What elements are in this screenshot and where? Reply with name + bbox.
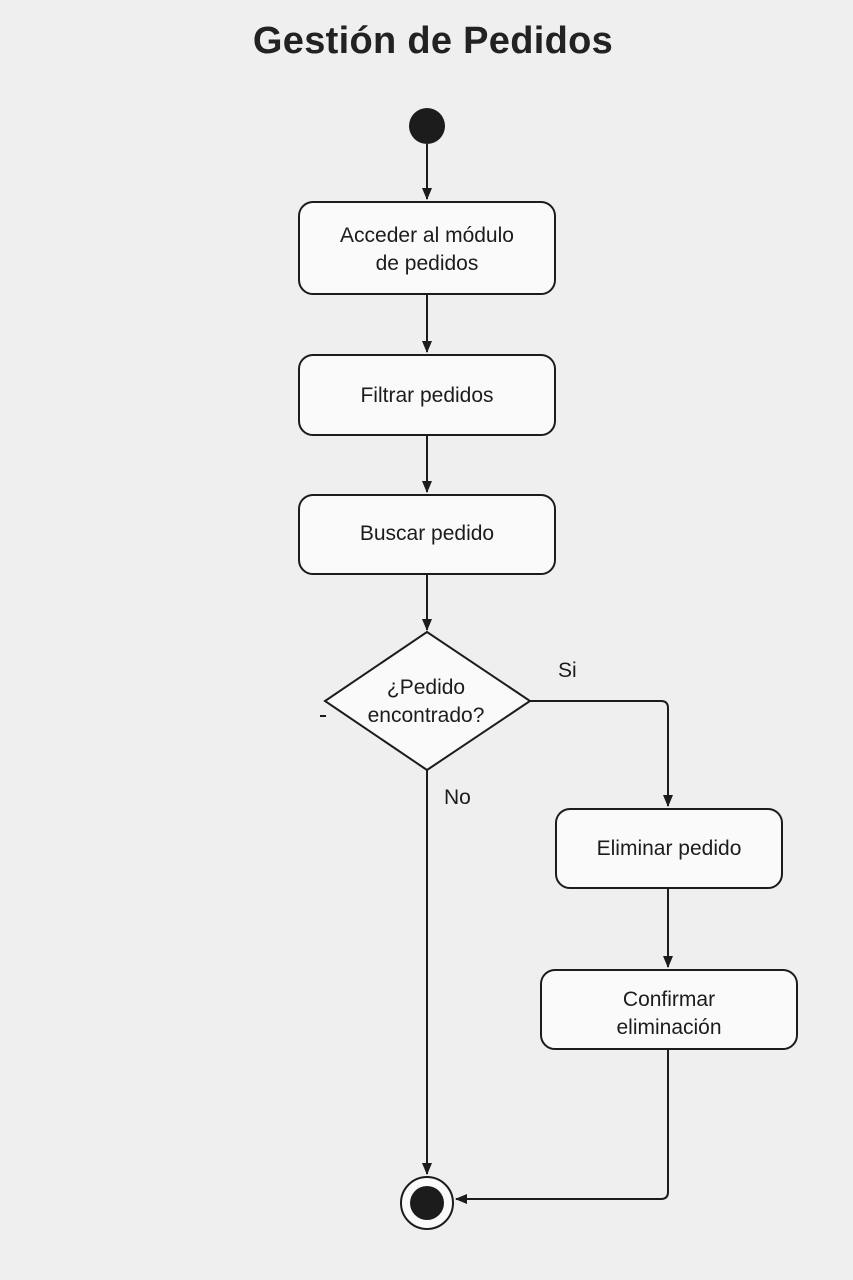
decision-line1: ¿Pedido — [387, 676, 465, 699]
action-eliminar: Eliminar pedido — [555, 808, 783, 889]
action-confirmar-line2: eliminación — [616, 1016, 721, 1039]
action-filtrar-label: Filtrar pedidos — [360, 384, 493, 407]
action-buscar: Buscar pedido — [298, 494, 556, 575]
action-buscar-label: Buscar pedido — [360, 522, 494, 545]
action-eliminar-label: Eliminar pedido — [597, 837, 742, 860]
action-filtrar: Filtrar pedidos — [298, 354, 556, 436]
edge-label-no: No — [444, 786, 471, 809]
start-node — [409, 108, 445, 144]
edge-label-si: Si — [558, 659, 577, 682]
action-confirmar-line1: Confirmar — [623, 988, 715, 1011]
decision-line2: encontrado? — [368, 704, 485, 727]
action-confirmar: Confirmar eliminación — [540, 969, 798, 1050]
edge-confirmar-end — [455, 1049, 669, 1204]
action-acceder: Acceder al módulo de pedidos — [298, 201, 556, 295]
action-acceder-line2: de pedidos — [376, 252, 479, 275]
decision-pedido-encontrado: ¿Pedido encontrado? — [323, 630, 532, 772]
end-node — [400, 1176, 454, 1230]
action-acceder-line1: Acceder al módulo — [340, 224, 514, 247]
diagram-title: Gestión de Pedidos — [252, 20, 614, 62]
edge-decision-eliminar — [530, 700, 673, 807]
